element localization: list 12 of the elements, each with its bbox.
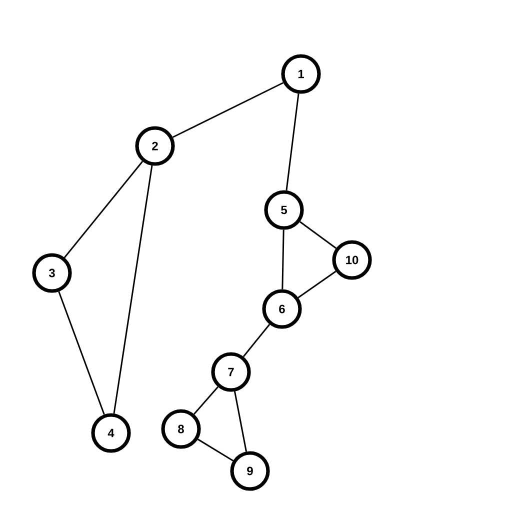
edge-line xyxy=(58,291,105,415)
edge-line xyxy=(286,94,300,190)
edge-line xyxy=(198,438,234,462)
edge-line xyxy=(242,324,270,358)
edge-line xyxy=(300,221,336,249)
edge-line xyxy=(282,230,284,290)
edge-line xyxy=(172,82,284,138)
edge-line xyxy=(234,391,247,452)
edge-line xyxy=(194,386,218,415)
edge-line xyxy=(113,165,153,414)
edge-line xyxy=(64,160,144,258)
edge-line xyxy=(298,270,336,298)
